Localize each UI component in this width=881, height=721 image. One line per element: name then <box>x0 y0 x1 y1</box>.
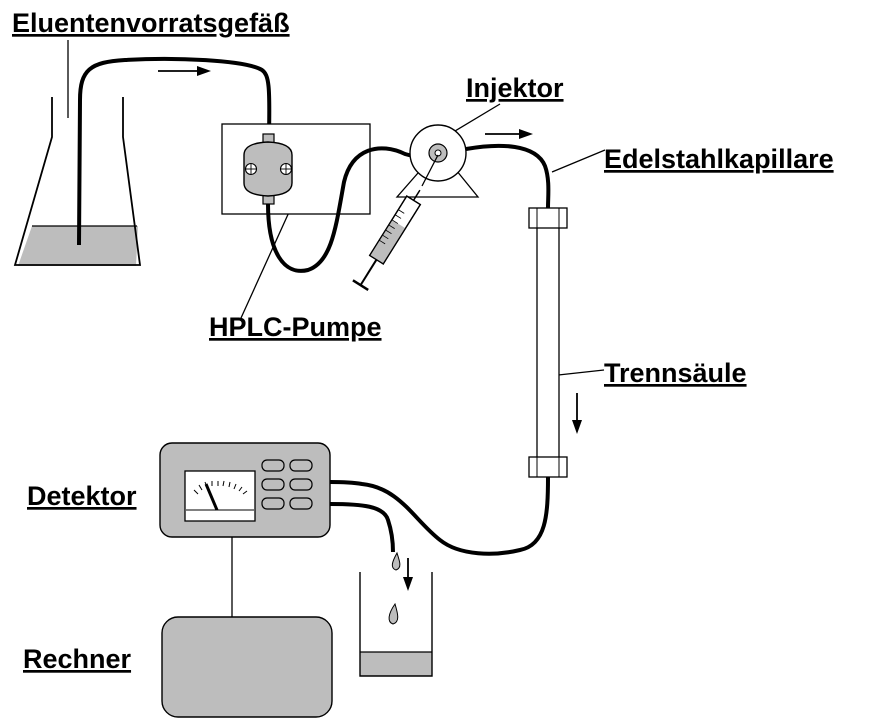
label-column: Trennsäule <box>604 358 747 388</box>
flow-arrow-4 <box>403 558 413 591</box>
meter-needle <box>204 483 219 511</box>
label-detector: Detektor <box>27 481 137 511</box>
computer <box>161 616 333 718</box>
drop-in-waste <box>388 602 399 625</box>
separation-column <box>528 207 568 478</box>
waste-collector <box>359 572 433 677</box>
capillary-column-to-detector <box>329 476 550 556</box>
flow-arrow-2 <box>485 129 533 139</box>
leader-lines <box>67 40 606 378</box>
injector <box>395 124 480 198</box>
capillary-injector-to-column <box>465 143 551 209</box>
label-computer: Rechner <box>23 644 132 674</box>
detector <box>159 442 331 617</box>
hplc-pump <box>221 123 371 215</box>
syringe <box>352 154 439 291</box>
drop-falling <box>391 551 401 571</box>
label-eluent-reservoir: Eluentenvorratsgefäß <box>12 8 290 38</box>
label-injector: Injektor <box>466 73 564 103</box>
tubing-detector-to-waste <box>329 502 395 553</box>
label-pump: HPLC-Pumpe <box>209 312 382 342</box>
eluent-flask <box>13 97 142 266</box>
label-capillary: Edelstahlkapillare <box>604 144 834 174</box>
flow-arrow-3 <box>572 393 582 434</box>
flow-arrow-1 <box>158 66 211 76</box>
tubing-flask-to-pump <box>77 56 272 246</box>
